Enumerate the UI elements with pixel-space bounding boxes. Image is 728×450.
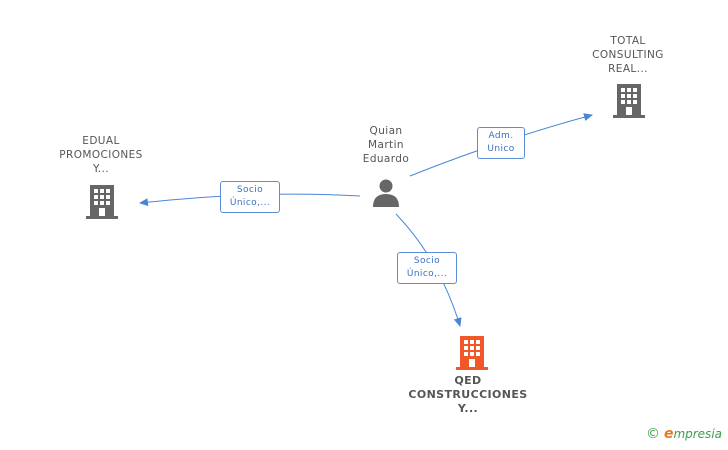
- brand-initial: e: [663, 426, 674, 442]
- brand-logo: © empresia: [646, 426, 722, 442]
- building-icon[interactable]: [86, 185, 118, 219]
- building-icon[interactable]: [613, 84, 645, 118]
- person-icon[interactable]: [371, 178, 401, 208]
- brand-name: mpresia: [673, 427, 722, 441]
- edge-label-adm-unico[interactable]: Adm. Unico: [477, 127, 525, 159]
- edge-label-socio-unico-qed[interactable]: Socio Único,...: [397, 252, 457, 284]
- building-icon-highlighted[interactable]: [456, 336, 488, 370]
- qed-construcciones-label[interactable]: QED CONSTRUCCIONES Y...: [408, 374, 528, 415]
- person-label[interactable]: Quian Martin Eduardo: [362, 125, 410, 165]
- edge-label-socio-unico-edual[interactable]: Socio Único,...: [220, 181, 280, 213]
- edual-promociones-label[interactable]: EDUAL PROMOCIONES Y...: [59, 135, 143, 175]
- total-consulting-label[interactable]: TOTAL CONSULTING REAL...: [592, 35, 664, 75]
- copyright-symbol: ©: [645, 426, 660, 442]
